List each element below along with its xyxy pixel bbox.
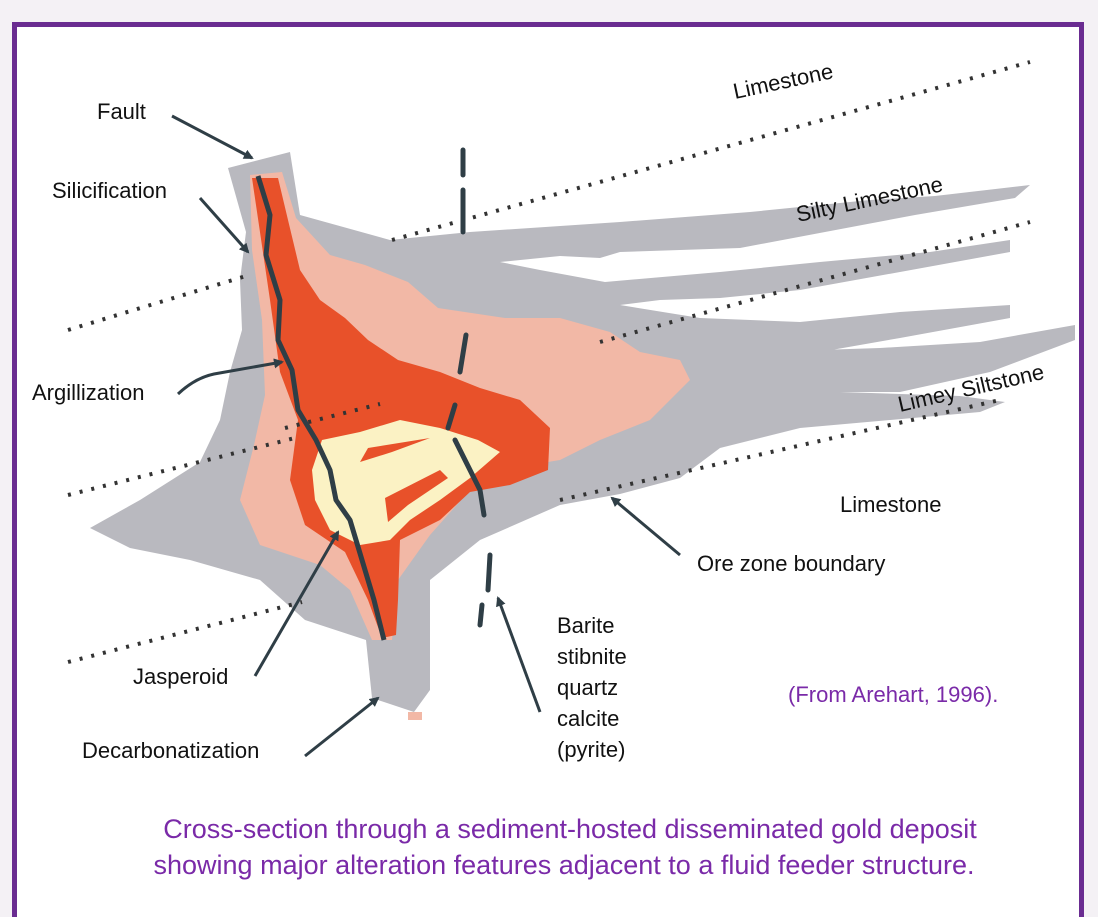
tail-fragment: [408, 712, 422, 720]
mineral-label: quartz: [557, 675, 618, 700]
ore-zone-boundary-label: Ore zone boundary: [697, 551, 885, 576]
fault-arrow: [172, 116, 252, 158]
source-citation: (From Arehart, 1996).: [788, 682, 998, 707]
decarbonatization-label: Decarbonatization: [82, 738, 259, 763]
fault-label: Fault: [97, 99, 146, 124]
ore-zone-boundary-arrow: [612, 498, 680, 555]
caption-line-2: showing major alteration features adjace…: [154, 850, 975, 880]
mineral-label: Barite: [557, 613, 614, 638]
limestone-top-label: Limestone: [731, 58, 835, 104]
jasperoid-label: Jasperoid: [133, 664, 228, 689]
silicification-label: Silicification: [52, 178, 167, 203]
limestone-bottom-label: Limestone: [840, 492, 942, 517]
mineral-label: stibnite: [557, 644, 627, 669]
caption-line-1: Cross-section through a sediment-hosted …: [163, 814, 977, 844]
mineral-label: calcite: [557, 706, 619, 731]
argillization-label: Argillization: [32, 380, 145, 405]
decarbonatization-arrow: [305, 698, 378, 756]
mineral-label: (pyrite): [557, 737, 625, 762]
minerals-arrow: [498, 598, 540, 712]
